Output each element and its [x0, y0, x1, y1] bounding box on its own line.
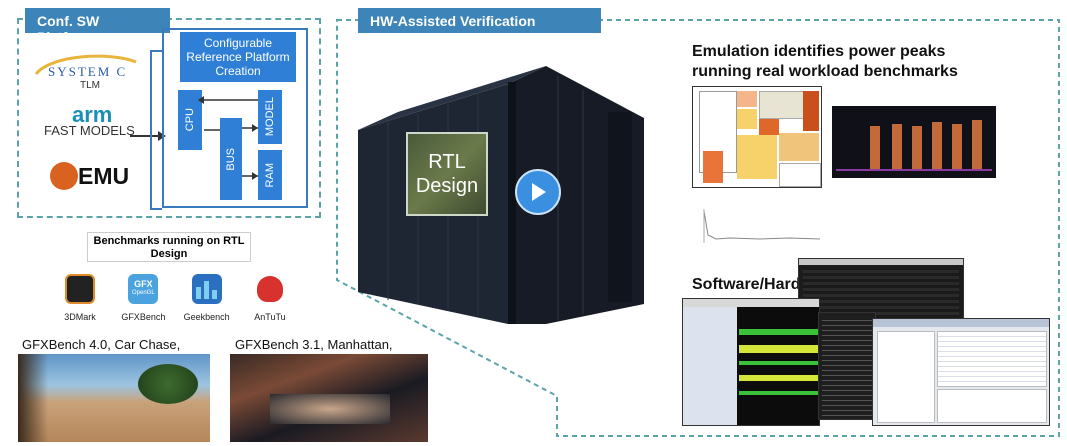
hw-verification-panel	[335, 18, 1061, 438]
gfx-icon-sub: OpenGL	[131, 290, 155, 296]
gfxbench-icon: GFX OpenGL	[128, 274, 159, 304]
benchmark-list: 3DMark GFX OpenGL GFXBench Geekbench AnT…	[55, 274, 295, 324]
car-chase-screenshot	[18, 354, 210, 442]
bus-block: BUS	[220, 118, 242, 200]
benchmark-gfxbench: GFX OpenGL GFXBench	[118, 274, 168, 324]
benchmark-antutu: AnTuTu	[245, 274, 295, 324]
antutu-icon	[256, 276, 283, 302]
debug-source-window	[818, 312, 876, 420]
3dmark-icon	[65, 274, 95, 304]
benchmark-3dmark: 3DMark	[55, 274, 105, 324]
fast-models-label: FAST MODELS	[44, 123, 135, 138]
power-heatmap-image	[692, 86, 822, 188]
tlm-text: TLM	[80, 80, 100, 91]
benchmark-label: GFXBench	[121, 312, 166, 322]
play-video-button[interactable]	[515, 169, 561, 215]
car-chase-caption: GFXBench 4.0, Car Chase,	[22, 337, 181, 352]
arm-logo: arm	[72, 102, 113, 127]
benchmarks-title: Benchmarks running on RTL Design	[87, 232, 251, 262]
benchmark-label: Geekbench	[183, 312, 230, 322]
debug-waveform-window	[682, 298, 820, 426]
benchmark-label: 3DMark	[64, 312, 96, 322]
power-trace-graph	[700, 205, 824, 245]
qemu-label: EMU	[78, 163, 130, 189]
platform-bracket	[150, 50, 162, 210]
hw-panel-border	[336, 19, 1060, 437]
systemc-text: SYSTEM C	[48, 64, 128, 79]
emulator-hardware-image	[358, 42, 646, 324]
geekbench-icon	[191, 274, 222, 304]
manhattan-caption: GFXBench 3.1, Manhattan,	[235, 337, 393, 352]
debug-ide-window	[872, 318, 1050, 426]
platform-connections	[198, 96, 258, 180]
reference-platform-box	[162, 28, 308, 208]
hw-verification-tab: HW-Assisted Verification	[358, 8, 601, 33]
model-block: MODEL	[258, 90, 282, 144]
benchmark-label: AnTuTu	[254, 312, 286, 322]
power-peaks-title: Emulation identifies power peaks running…	[692, 43, 958, 80]
power-waveform-image	[832, 106, 996, 178]
systemc-swoosh-icon	[34, 54, 137, 76]
rtl-design-label: RTL Design	[415, 151, 479, 197]
systemc-logo: SYSTEM C TLM	[32, 52, 142, 94]
benchmark-geekbench: Geekbench	[182, 274, 232, 324]
reference-platform-title: Configurable Reference Platform Creation	[180, 32, 296, 82]
ram-block: RAM	[258, 150, 282, 200]
conf-sw-platform-tab: Conf. SW Platform	[25, 8, 170, 45]
rtl-design-chip: RTL Design	[406, 132, 488, 216]
gfx-icon-text: GFX	[134, 279, 153, 289]
play-icon	[532, 183, 546, 201]
manhattan-screenshot	[230, 354, 428, 442]
qemu-logo-icon	[50, 162, 78, 190]
